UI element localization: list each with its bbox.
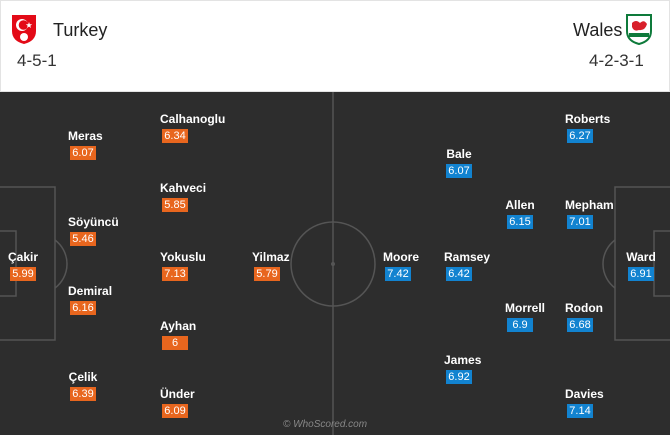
player-name: Allen [505,198,535,212]
player-ayhan[interactable]: Ayhan 6 [160,319,197,351]
player-soyuncu[interactable]: Söyüncü 5.46 [68,215,119,247]
player-rodon[interactable]: Rodon 6.68 [565,301,603,333]
player-name: Calhanoglu [160,112,226,126]
player-under[interactable]: Ünder 6.09 [160,387,195,419]
player-name: Ramsey [444,250,491,264]
player-rating: 7.13 [162,267,188,281]
player-rating: 6.92 [446,370,472,384]
home-team-name: Turkey [53,20,108,40]
player-rating: 7.14 [567,404,593,418]
player-name: Meras [68,129,103,143]
player-yilmaz[interactable]: Yilmaz 5.79 [252,250,290,282]
player-name: Çakir [8,250,39,264]
wales-crest-icon [626,14,652,45]
player-rating: 6.39 [70,387,96,401]
player-name: Çelik [68,370,98,384]
player-name: Kahveci [160,181,207,195]
player-demiral[interactable]: Demiral 6.16 [68,284,113,316]
whoscored-watermark: © WhoScored.com [283,419,368,430]
player-name: Demiral [68,284,113,298]
player-rating: 6.68 [567,318,593,332]
player-name: Roberts [565,112,611,126]
player-rating: 6.9 [507,318,533,332]
player-name: Yilmaz [252,250,290,264]
player-rating: 6.07 [70,146,96,160]
away-formation: 4-2-3-1 [589,51,644,70]
pitch-markings [0,92,670,435]
player-rating: 6.91 [628,267,654,281]
player-bale[interactable]: Bale 6.07 [444,147,474,179]
player-moore[interactable]: Moore 7.42 [383,250,419,282]
player-name: Bale [446,147,472,161]
player-davies[interactable]: Davies 7.14 [565,387,604,419]
player-name: Yokuslu [160,250,206,264]
player-name: Davies [565,387,604,401]
home-formation: 4-5-1 [17,51,57,70]
player-calhanoglu[interactable]: Calhanoglu 6.34 [160,112,226,144]
player-mepham[interactable]: Mepham 7.01 [565,198,614,230]
player-rating: 5.99 [10,267,36,281]
player-name: Rodon [565,301,603,315]
player-rating: 7.01 [567,215,593,229]
player-rating: 5.85 [162,198,188,212]
match-header: Turkey 4-5-1 Wales 4-2-3-1 [0,0,670,92]
player-ward[interactable]: Ward 6.91 [626,250,656,282]
player-name: Mepham [565,198,614,212]
player-rating: 6.34 [162,129,188,143]
player-james[interactable]: James 6.92 [444,353,482,385]
player-name: Ayhan [160,319,197,333]
player-name: Moore [383,250,419,264]
player-rating: 6.27 [567,129,593,143]
pitch: Çakir 5.99 Meras 6.07 Söyüncü 5.46 Demir… [0,92,670,435]
player-rating: 6.15 [507,215,533,229]
player-celik[interactable]: Çelik 6.39 [68,370,98,402]
player-cakir[interactable]: Çakir 5.99 [8,250,38,282]
player-rating: 6.16 [70,301,96,315]
player-rating: 7.42 [385,267,411,281]
player-rating: 5.46 [70,232,96,246]
player-name: James [444,353,482,367]
turkey-crest-icon [12,15,36,44]
player-ramsey[interactable]: Ramsey 6.42 [444,250,491,282]
player-name: Söyüncü [68,215,119,229]
player-rating: 6.09 [162,404,188,418]
player-name: Morrell [505,301,546,315]
player-allen[interactable]: Allen 6.15 [505,198,535,230]
player-roberts[interactable]: Roberts 6.27 [565,112,611,144]
player-yokuslu[interactable]: Yokuslu 7.13 [160,250,206,282]
player-name: Ünder [160,387,195,401]
player-rating: 6.42 [446,267,472,281]
player-morrell[interactable]: Morrell 6.9 [505,301,546,333]
player-kahveci[interactable]: Kahveci 5.85 [160,181,207,213]
player-rating: 5.79 [254,267,280,281]
player-rating: 6 [162,336,188,350]
away-team-name: Wales [573,20,623,40]
player-rating: 6.07 [446,164,472,178]
player-name: Ward [626,250,656,264]
player-meras[interactable]: Meras 6.07 [68,129,103,161]
